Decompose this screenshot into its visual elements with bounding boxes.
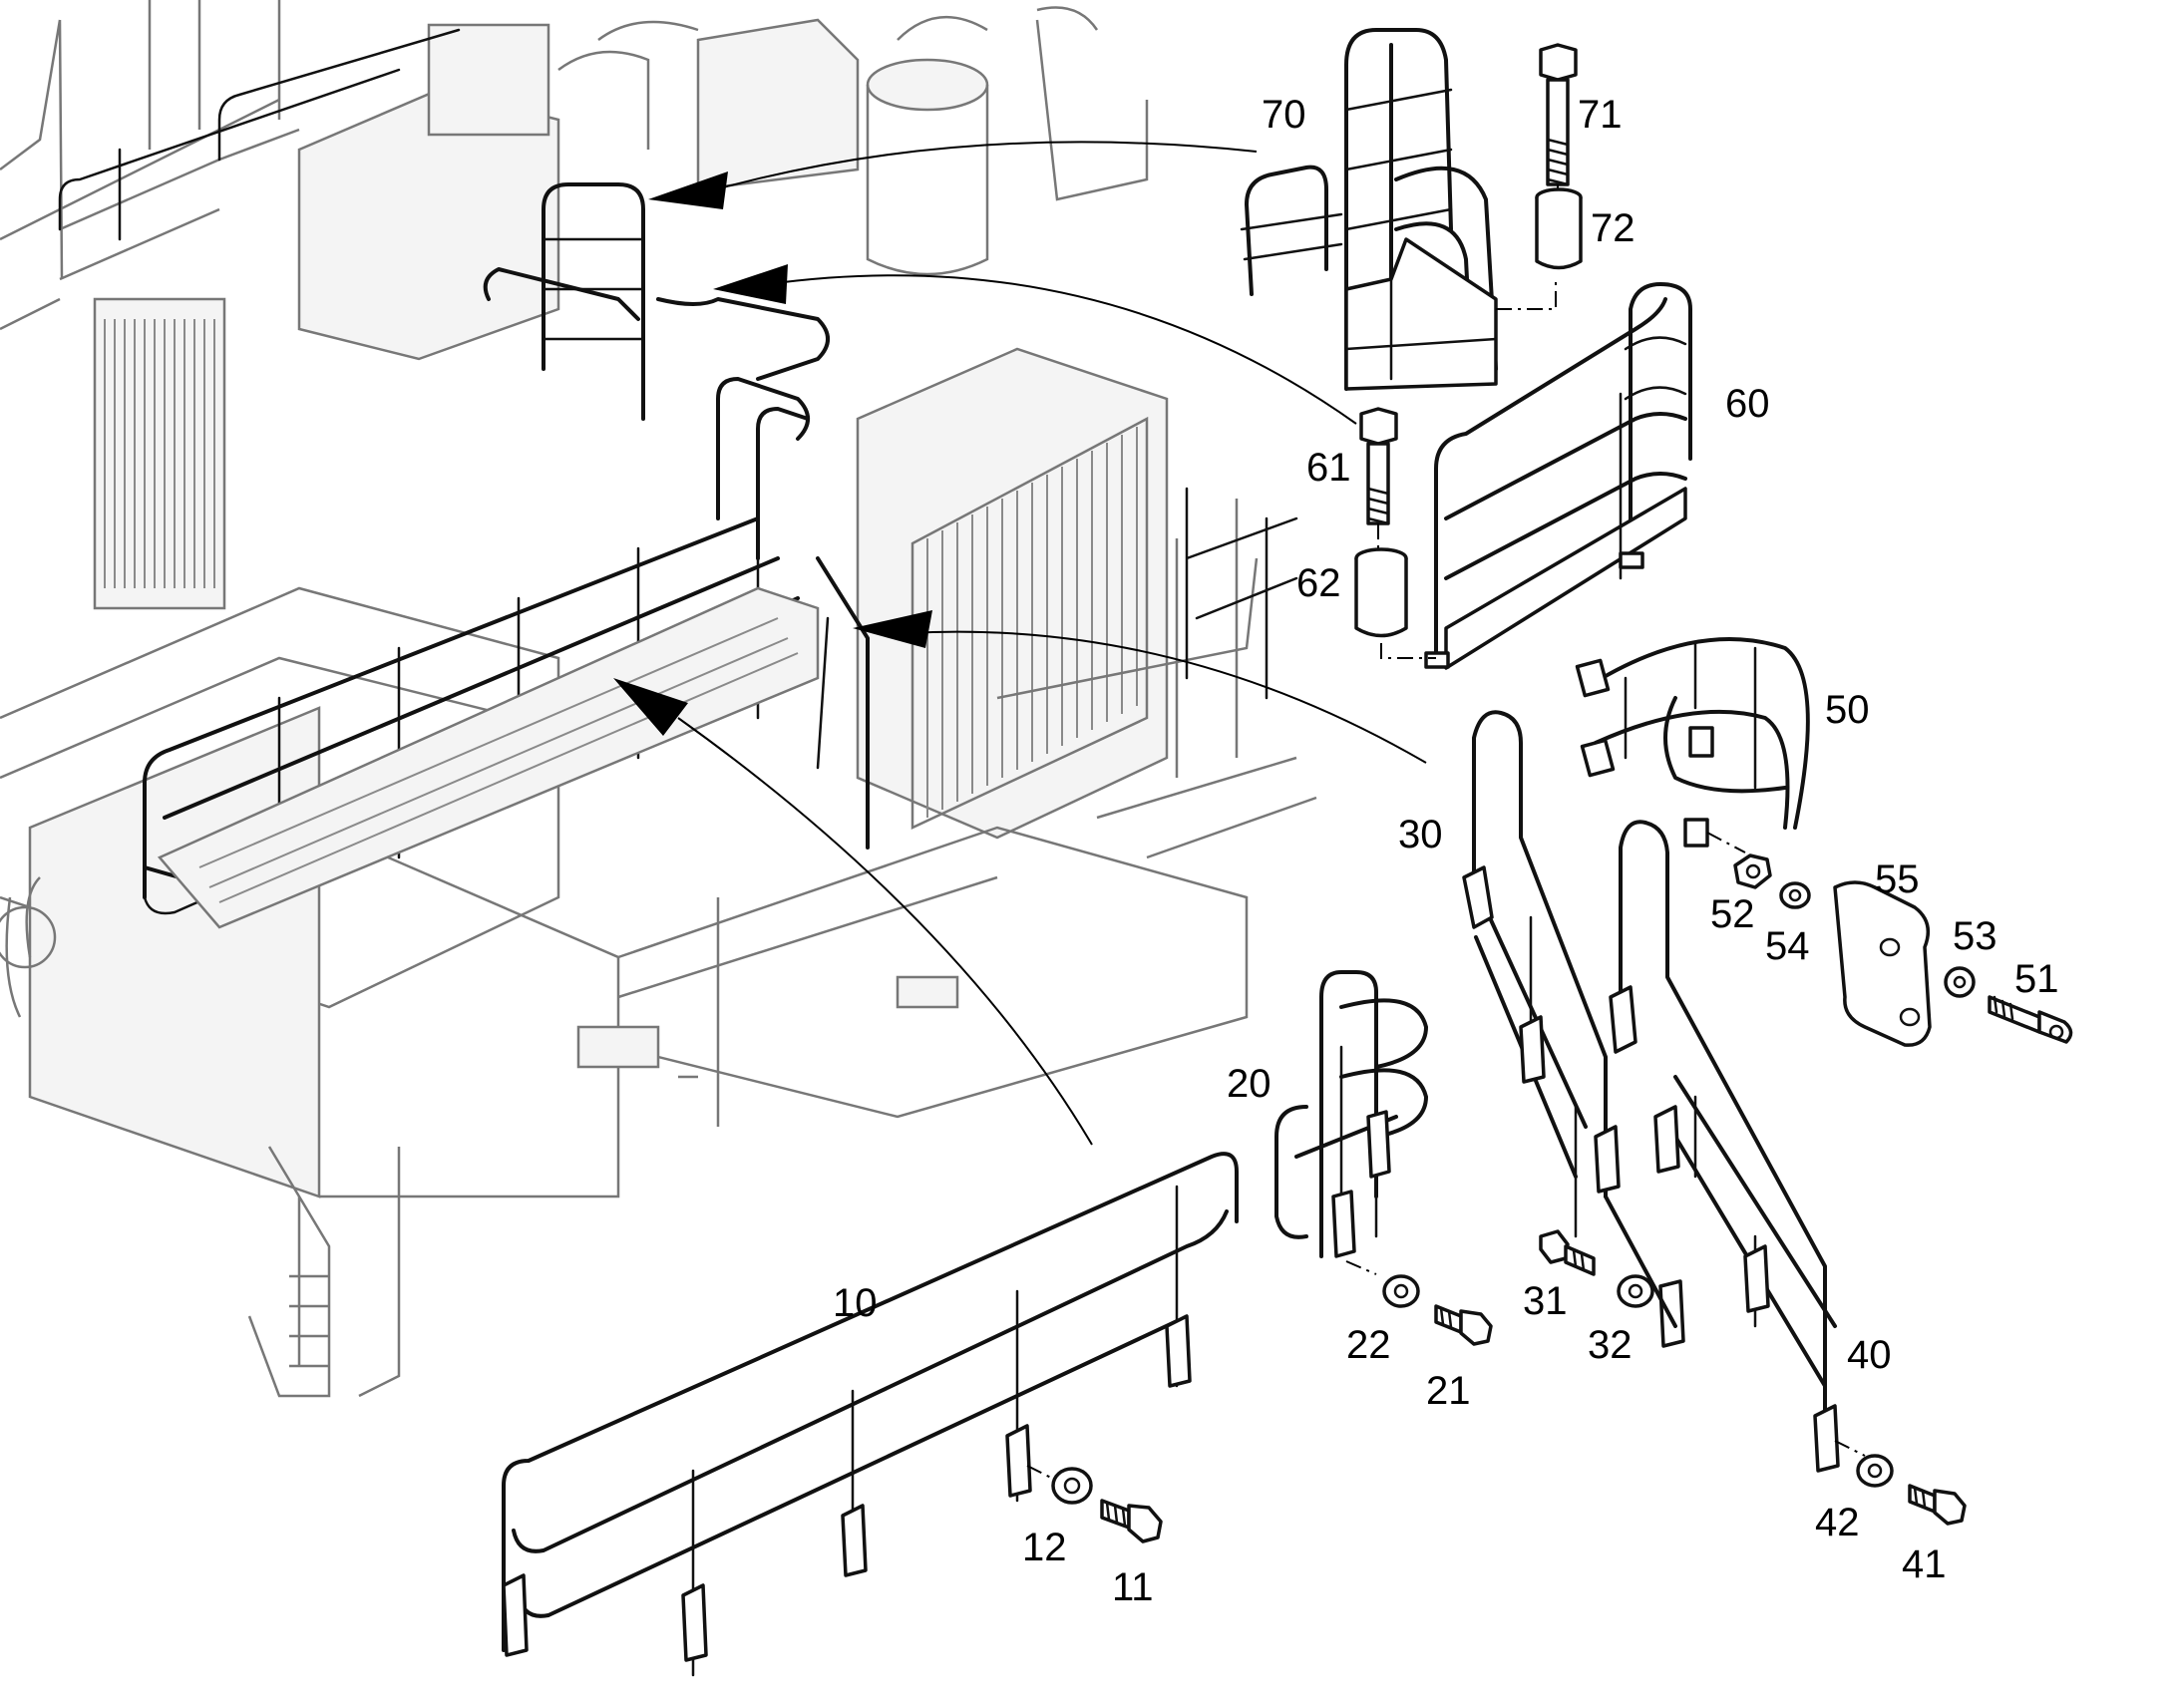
callout-12: 12 — [1022, 1526, 1067, 1569]
callout-10: 10 — [833, 1281, 878, 1325]
callout-21: 21 — [1426, 1369, 1471, 1413]
part-52-nut — [1733, 854, 1772, 889]
callout-70: 70 — [1262, 93, 1306, 137]
part-53-washer — [1944, 966, 1976, 998]
callout-60: 60 — [1725, 382, 1770, 426]
part-22-washer — [1382, 1274, 1420, 1308]
installation-arrows — [613, 141, 1427, 1146]
part-32-washer — [1617, 1274, 1654, 1308]
part-41-bolt — [1908, 1484, 1967, 1526]
part-30-diagonal-handrail — [1462, 710, 1685, 1348]
callout-20: 20 — [1227, 1062, 1272, 1106]
machine-assembly-background — [0, 0, 1317, 1398]
callout-11: 11 — [1112, 1565, 1154, 1609]
part-12-washer — [1051, 1467, 1093, 1505]
callout-32: 32 — [1588, 1323, 1633, 1367]
part-71-bolt — [1539, 43, 1578, 194]
part-20-gate-railing — [1274, 970, 1428, 1275]
part-70-ladder-cage — [1240, 28, 1557, 391]
callout-30: 30 — [1398, 813, 1443, 856]
part-11-bolt — [1100, 1499, 1163, 1543]
part-60-gate-railing — [1424, 282, 1692, 670]
callout-52: 52 — [1710, 892, 1755, 936]
part-54-washer — [1779, 881, 1811, 909]
callout-41: 41 — [1902, 1542, 1947, 1586]
callout-55: 55 — [1875, 857, 1920, 901]
callout-72: 72 — [1591, 206, 1635, 250]
callout-71: 71 — [1578, 93, 1623, 137]
part-72-spacer-sleeve — [1535, 187, 1583, 270]
callout-labels: 70 71 72 60 61 62 50 30 55 52 54 53 51 2… — [833, 93, 2059, 1609]
part-62-spacer-sleeve — [1354, 547, 1436, 659]
part-40-diagonal-handrail — [1609, 820, 1866, 1473]
part-50-curved-guard — [1575, 637, 1810, 854]
callout-62: 62 — [1296, 561, 1341, 605]
callout-61: 61 — [1306, 446, 1351, 490]
part-42-washer — [1856, 1454, 1894, 1488]
callout-22: 22 — [1346, 1323, 1391, 1367]
callout-42: 42 — [1815, 1501, 1860, 1544]
installed-railings — [143, 182, 1298, 929]
callout-53: 53 — [1953, 914, 1998, 958]
part-31-bolt — [1539, 1229, 1596, 1276]
part-21-bolt — [1434, 1304, 1493, 1346]
callout-40: 40 — [1847, 1333, 1892, 1377]
part-55-spacer-block — [1833, 880, 1932, 1047]
part-10-long-railing — [502, 1152, 1239, 1677]
callout-54: 54 — [1765, 924, 1810, 968]
part-51-screw — [1988, 995, 2073, 1044]
callout-51: 51 — [2014, 957, 2059, 1001]
part-61-bolt — [1359, 407, 1398, 548]
callout-31: 31 — [1523, 1279, 1568, 1323]
callout-50: 50 — [1825, 688, 1870, 732]
